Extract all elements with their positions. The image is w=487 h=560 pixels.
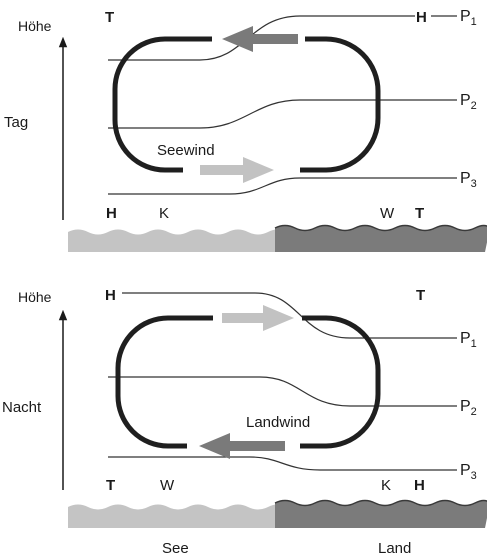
day-wind-label: Seewind — [157, 142, 215, 159]
night-isobar-p3 — [108, 456, 457, 471]
day-ground-right-pressure: T — [415, 205, 424, 222]
sea-label: See — [162, 540, 189, 557]
night-isobar-p3-label: P3 — [460, 462, 477, 482]
day-ground-left-pressure: H — [106, 205, 117, 222]
day-isobar-p2 — [108, 99, 457, 129]
day-isobar-p3-label: P3 — [460, 170, 477, 190]
night-wind-label: Landwind — [246, 414, 310, 431]
day-isobar-p3 — [108, 177, 457, 195]
night-isobar-p1-label: P1 — [460, 330, 477, 350]
day-axis-label: Höhe — [18, 18, 52, 34]
night-circulation-right — [300, 315, 381, 449]
day-land-surface — [275, 225, 487, 252]
night-upper-flow-arrow — [222, 305, 294, 331]
day-isobar-p2-label: P2 — [460, 92, 477, 112]
night-ground-left-pressure: T — [106, 477, 115, 494]
night-axis-label: Höhe — [18, 289, 52, 305]
night-top-left-pressure: H — [105, 287, 116, 304]
day-upper-flow-arrow — [222, 26, 298, 52]
night-panel-label: Nacht — [2, 399, 42, 416]
day-circulation-top-left — [112, 36, 212, 173]
night-circulation-left — [115, 315, 213, 449]
day-top-right-pressure: H — [416, 9, 427, 26]
day-ground-left-temp: K — [159, 205, 169, 222]
night-coast-line — [274, 499, 487, 507]
night-ground-right-pressure: H — [414, 477, 425, 494]
day-sea-surface — [68, 229, 283, 252]
day-panel-label: Tag — [4, 114, 28, 131]
night-sea-surface — [68, 504, 283, 528]
land-label: Land — [378, 540, 411, 557]
day-isobar-p1-label: P1 — [460, 8, 477, 28]
night-panel: Höhe Nacht H T P1 P2 P3 Landwind T W K H — [2, 287, 487, 528]
night-land-breeze-arrow — [199, 433, 285, 459]
night-isobar-p2-label: P2 — [460, 398, 477, 418]
night-land-surface — [275, 500, 487, 528]
day-coast-line — [274, 224, 487, 232]
day-panel: Höhe Tag T H P1 P2 P3 Seewind H K W T — [4, 8, 487, 252]
night-ground-left-temp: W — [160, 477, 175, 494]
day-sea-breeze-arrow — [200, 157, 274, 183]
night-isobar-p2 — [108, 376, 457, 407]
night-isobar-p1 — [122, 292, 457, 339]
day-ground-right-temp: W — [380, 205, 395, 222]
night-top-right-pressure: T — [416, 287, 425, 304]
day-circulation-top-right — [300, 36, 381, 173]
day-top-left-pressure: T — [105, 9, 114, 26]
night-ground-right-temp: K — [381, 477, 391, 494]
